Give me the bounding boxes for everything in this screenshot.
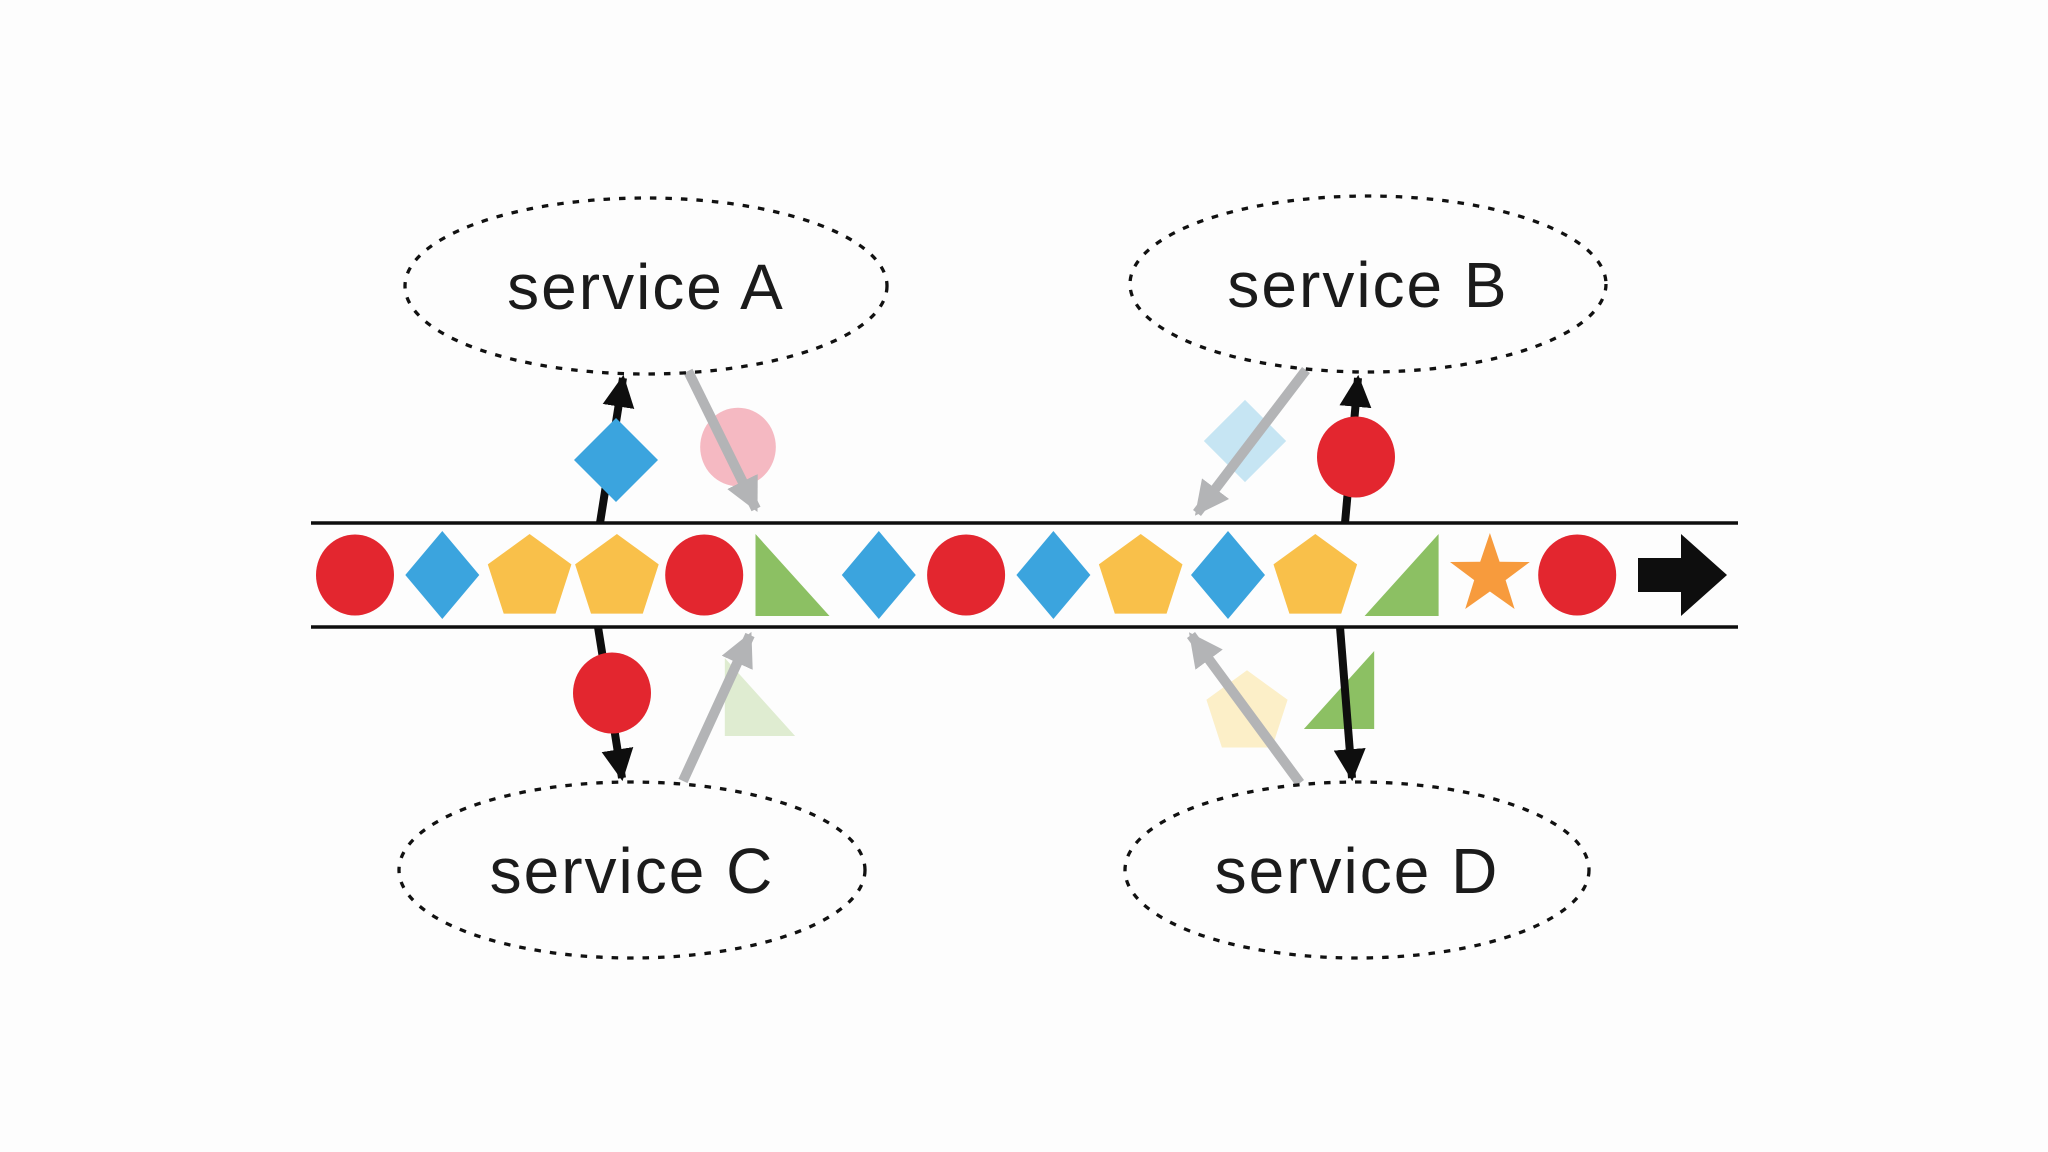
stream-shape-pentagon: [487, 534, 572, 614]
arrow-right-icon: [1638, 534, 1727, 616]
stream-band: [311, 521, 1738, 629]
service-d-consumed-triangle-right: [1303, 651, 1375, 729]
service-b-ellipse: [1128, 194, 1608, 374]
service-b-label: service B: [1227, 249, 1508, 321]
service-a-consumed-square-diamond: [574, 418, 658, 502]
service-a-label: service A: [507, 251, 785, 323]
stream-shape-triangle-left: [755, 534, 830, 616]
service-d-ellipse: [1123, 780, 1591, 960]
service-d-label: service D: [1215, 835, 1500, 907]
stream-shape-diamond: [1191, 531, 1265, 619]
stream-shape-diamond: [1016, 531, 1091, 619]
service-b-produced-square-diamond: [1203, 399, 1287, 483]
stream-shape-circle: [1538, 534, 1617, 616]
service-d-consume-arrow: [1333, 626, 1366, 782]
service-node-d: service D: [1123, 780, 1591, 960]
stream-shape-circle: [316, 534, 394, 616]
service-c-produce-arrow: [678, 631, 755, 784]
service-d-produce-arrow: [1186, 632, 1305, 786]
stream-shape-star: [1450, 533, 1530, 609]
stream-shape-triangle-right: [1364, 534, 1439, 616]
service-b-consumed-circle: [1317, 416, 1395, 498]
service-a-ellipse: [403, 196, 889, 376]
stream-event-shapes: [316, 531, 1617, 619]
service-c-consumed-circle: [573, 652, 651, 734]
service-c-label: service C: [490, 835, 775, 907]
service-c-ellipse: [397, 780, 867, 960]
service-a-produce-arrow: [683, 368, 761, 513]
service-node-b: service B: [1128, 194, 1608, 374]
stream-shape-pentagon: [1098, 534, 1183, 614]
stream-shape-circle: [665, 534, 744, 616]
stream-shape-diamond: [405, 531, 480, 619]
service-node-a: service A: [403, 196, 889, 376]
service-connectors: [573, 366, 1395, 786]
stream-shape-diamond: [841, 531, 916, 619]
stream-shape-pentagon: [1273, 534, 1358, 614]
service-nodes: service A service B service C service D: [397, 194, 1608, 960]
service-b-produce-arrow: [1193, 366, 1310, 517]
service-node-c: service C: [397, 780, 867, 960]
stream-shape-circle: [927, 534, 1006, 616]
stream-shape-pentagon: [575, 534, 659, 614]
service-c-produced-triangle-left: [724, 658, 796, 736]
